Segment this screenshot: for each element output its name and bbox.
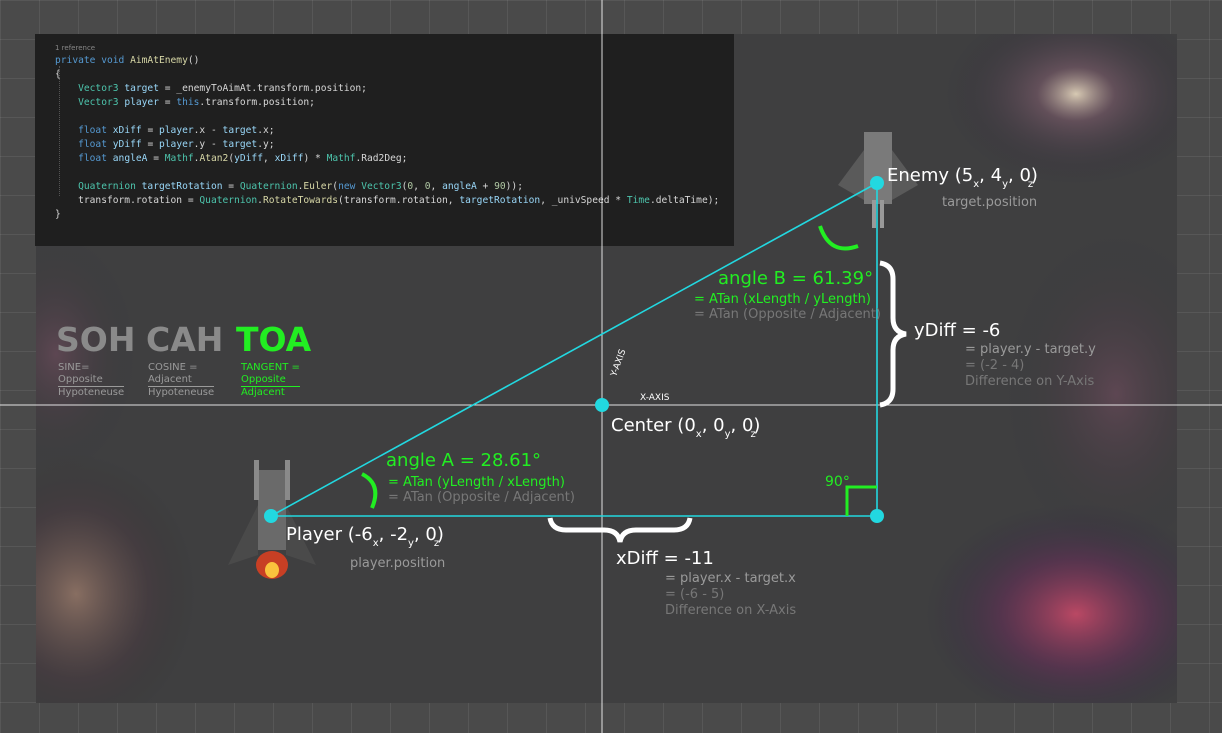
ydiff-values: = (-2 - 4) bbox=[965, 358, 1025, 373]
player-x-value: Player (-6 bbox=[286, 524, 373, 545]
enemy-sub-y: y bbox=[1002, 179, 1008, 190]
ydiff-formula: = player.y - target.y bbox=[965, 342, 1096, 357]
xdiff-values: = (-6 - 5) bbox=[665, 587, 725, 602]
player-point bbox=[264, 509, 278, 523]
cosine-formula: COSINE = Adjacent Hypoteneuse bbox=[148, 362, 215, 399]
enemy-sub-z: z bbox=[1027, 179, 1034, 190]
right-angle-label: 90° bbox=[825, 474, 850, 490]
center-y-value: , 0 bbox=[701, 415, 725, 436]
enemy-source: target.position bbox=[942, 195, 1038, 210]
player-coordinates: Player (-6x, -2y, 0)z bbox=[286, 524, 444, 549]
sine-denominator: Hypoteneuse bbox=[58, 387, 125, 398]
code-panel: 1 reference private void AimAtEnemy() { … bbox=[35, 34, 734, 246]
player-sub-z: z bbox=[433, 538, 440, 549]
xdiff-formula: = player.x - target.x bbox=[665, 571, 796, 586]
tangent-denominator: Adjacent bbox=[241, 387, 285, 398]
angle-b-generic: = ATan (Opposite / Adjacent) bbox=[694, 307, 881, 322]
code-line: float angleA = Mathf.Atan2(yDiff, xDiff)… bbox=[78, 153, 408, 164]
center-x-value: Center (0 bbox=[611, 415, 696, 436]
corner-point bbox=[870, 509, 884, 523]
code-line: float xDiff = player.x - target.x; bbox=[78, 125, 275, 136]
xdiff-brace bbox=[547, 517, 693, 543]
code-line: Vector3 player = this.transform.position… bbox=[78, 97, 315, 108]
angle-a-title: angle A = 28.61° bbox=[386, 450, 542, 471]
ydiff-title: yDiff = -6 bbox=[914, 320, 1001, 341]
nebula-left bbox=[36, 234, 136, 474]
sine-numerator: Opposite bbox=[58, 374, 125, 387]
code-line: float yDiff = player.y - target.y; bbox=[78, 139, 275, 150]
enemy-point bbox=[870, 176, 884, 190]
enemy-x-value: Enemy (5 bbox=[887, 165, 974, 186]
cosine-label: COSINE = bbox=[148, 362, 198, 373]
sine-formula: SINE= Opposite Hypoteneuse bbox=[58, 362, 125, 399]
xdiff-title: xDiff = -11 bbox=[616, 548, 714, 569]
hypotenuse-line bbox=[270, 182, 878, 517]
enemy-sub-x: x bbox=[973, 179, 980, 190]
code-method-name: AimAtEnemy bbox=[130, 55, 188, 66]
center-sub-x: x bbox=[695, 429, 702, 440]
player-z-value: , 0) bbox=[413, 524, 444, 545]
angle-a-arc bbox=[361, 472, 378, 509]
code-keyword: private void bbox=[55, 55, 131, 66]
enemy-z-value: , 0) bbox=[1008, 165, 1038, 186]
code-line: } bbox=[55, 209, 61, 220]
code-line: Quaternion targetRotation = Quaternion.E… bbox=[78, 181, 523, 192]
enemy-y-value: , 4 bbox=[979, 165, 1003, 186]
tangent-label: TANGENT = bbox=[241, 362, 300, 373]
sine-label: SINE= bbox=[58, 362, 90, 373]
player-source: player.position bbox=[350, 556, 446, 571]
angle-b-formula: = ATan (xLength / yLength) bbox=[694, 292, 871, 307]
player-sub-y: y bbox=[408, 538, 414, 549]
nebula-right bbox=[1006, 234, 1177, 554]
code-line: Vector3 target = _enemyToAimAt.transform… bbox=[78, 83, 367, 94]
soh-heading: SOH bbox=[56, 320, 136, 359]
indent-guide bbox=[59, 66, 60, 196]
code-line: { bbox=[55, 69, 61, 80]
player-y-value: , -2 bbox=[378, 524, 409, 545]
y-axis-label: Y-AXIS bbox=[609, 348, 628, 379]
tangent-numerator: Opposite bbox=[241, 374, 300, 387]
enemy-ship-icon bbox=[838, 132, 918, 228]
angle-a-generic: = ATan (Opposite / Adjacent) bbox=[388, 490, 575, 505]
cah-heading: CAH bbox=[146, 320, 224, 359]
center-sub-z: z bbox=[750, 429, 756, 440]
right-angle-marker bbox=[845, 485, 877, 516]
xdiff-description: Difference on X-Axis bbox=[665, 603, 797, 618]
x-axis-label: X-AXIS bbox=[640, 393, 670, 403]
space-decoration bbox=[36, 34, 1177, 703]
tangent-formula: TANGENT = Opposite Adjacent bbox=[241, 362, 300, 399]
center-coordinates: Center (0x, 0y, 0)z bbox=[611, 415, 760, 440]
ydiff-brace bbox=[879, 260, 907, 408]
code-line: private void AimAtEnemy() bbox=[55, 55, 200, 66]
nebula-bottom-left bbox=[36, 454, 196, 703]
cosine-numerator: Adjacent bbox=[148, 374, 215, 387]
angle-a-formula: = ATan (yLength / xLength) bbox=[388, 475, 565, 490]
center-point bbox=[595, 398, 609, 412]
center-z-value: , 0) bbox=[730, 415, 761, 436]
toa-heading: TOA bbox=[236, 320, 312, 359]
code-line: transform.rotation = Quaternion.RotateTo… bbox=[55, 195, 720, 206]
ydiff-description: Difference on Y-Axis bbox=[965, 374, 1095, 389]
player-sub-x: x bbox=[372, 538, 379, 549]
enemy-coordinates: Enemy (5x, 4y, 0)z bbox=[887, 165, 1038, 190]
code-reference[interactable]: 1 reference bbox=[55, 44, 96, 52]
center-sub-y: y bbox=[724, 429, 731, 440]
angle-b-title: angle B = 61.39° bbox=[718, 268, 874, 289]
galaxy-top-right bbox=[946, 34, 1177, 184]
angle-b-arc bbox=[818, 225, 859, 251]
cosine-denominator: Hypoteneuse bbox=[148, 387, 215, 398]
